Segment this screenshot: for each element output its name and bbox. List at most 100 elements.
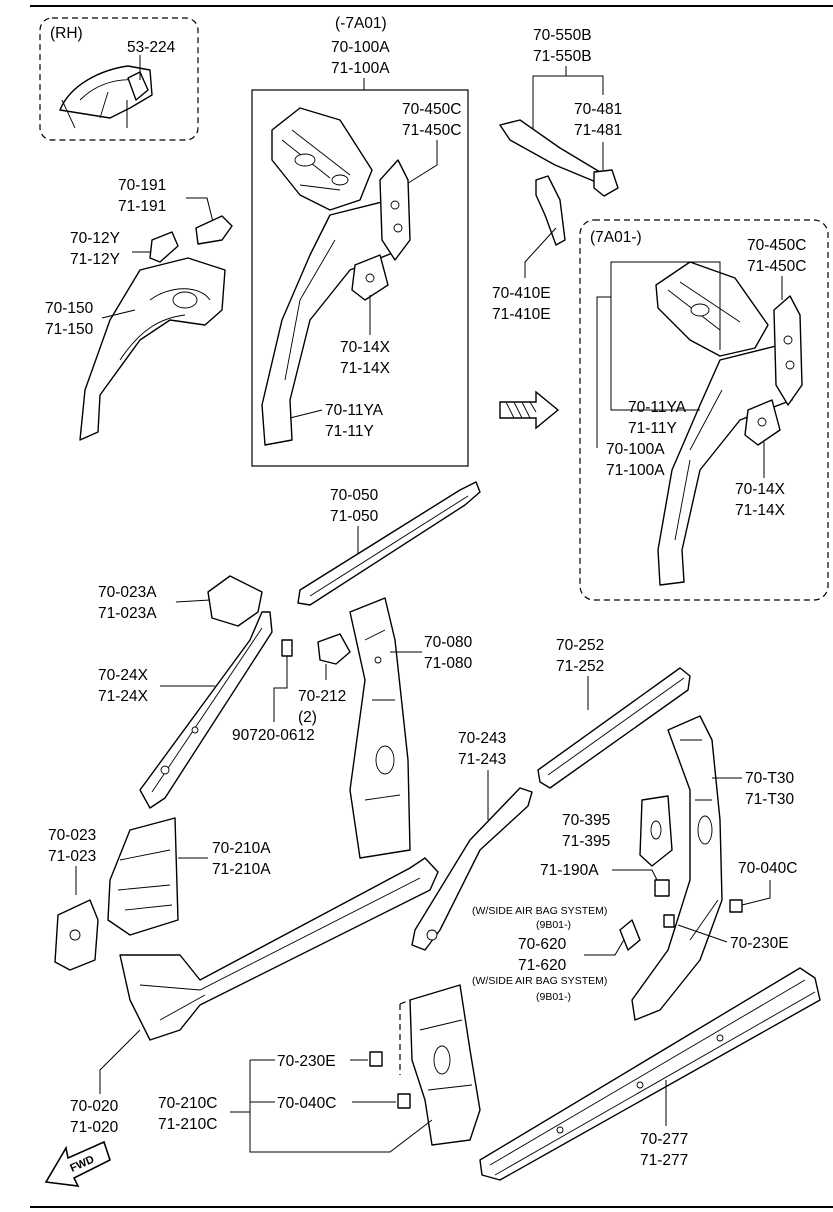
- label-71-277: 71-277: [640, 1152, 688, 1169]
- label-70-252: 70-252: [556, 637, 604, 654]
- post-7a01-label: (7A01-): [590, 229, 642, 246]
- label-70-243: 70-243: [458, 730, 506, 747]
- inner-upper-panel-b: [655, 261, 769, 357]
- part-210a: [107, 817, 179, 936]
- inner-upper-panel: [271, 107, 373, 211]
- label-70-040c-r: 70-040C: [738, 860, 797, 877]
- label-71-450c-b: 71-450C: [747, 258, 806, 275]
- b-pillar-080: 70-080 71-080: [349, 597, 473, 859]
- part-12y: [149, 231, 179, 263]
- label-71-395: 71-395: [562, 833, 610, 850]
- part-020-sill: [119, 857, 439, 1041]
- rh-inset: (RH) 53-224: [39, 17, 199, 141]
- label-70-395: 70-395: [562, 812, 610, 829]
- label-70-14x-a: 70-14X: [340, 339, 391, 356]
- label-71-11y-b: 71-11Y: [628, 420, 677, 437]
- label-70-230e-b: 70-230E: [277, 1053, 336, 1070]
- label-70-24x: 70-24X: [98, 667, 149, 684]
- code-note-1: (9B01-): [536, 919, 571, 931]
- rh-bracket-part: [127, 71, 149, 101]
- label-70-12y: 70-12Y: [70, 230, 120, 247]
- part-243: [411, 787, 533, 951]
- bolt-90720: [281, 639, 293, 657]
- label-71-150: 71-150: [45, 321, 94, 338]
- label-71-620: 71-620: [518, 957, 567, 974]
- reinforcement-450c-b: [773, 295, 803, 406]
- rear-sill-277: 70-277 71-277: [479, 967, 821, 1181]
- a-pillar-24x: 70-24X 71-24X: [98, 611, 273, 809]
- part-190a: [654, 879, 670, 897]
- label-70-277: 70-277: [640, 1131, 688, 1148]
- label-71-t30: 71-T30: [745, 791, 794, 808]
- quarter-inner-parts: 70-T30 71-T30 70-395 71-395 71-190A 70-0…: [472, 715, 797, 1021]
- replacement-arrow: [499, 390, 560, 430]
- label-71-023: 71-023: [48, 848, 96, 865]
- label-71-020: 71-020: [70, 1119, 119, 1136]
- label-71-080: 71-080: [424, 655, 473, 672]
- label-70-191: 70-191: [118, 177, 166, 194]
- label-71-410e: 71-410E: [492, 306, 551, 323]
- label-70-14x-b: 70-14X: [735, 481, 786, 498]
- part-620: [619, 919, 641, 951]
- label-71-11y-a: 71-11Y: [325, 423, 374, 440]
- label-71-481: 71-481: [574, 122, 622, 139]
- label-70-100a-b: 70-100A: [606, 441, 665, 458]
- label-53-224: 53-224: [127, 39, 176, 56]
- rh-label: (RH): [50, 25, 83, 42]
- part-080: [349, 597, 411, 859]
- label-71-252: 71-252: [556, 658, 604, 675]
- label-70-410e: 70-410E: [492, 285, 551, 302]
- label-70-450c-b: 70-450C: [747, 237, 806, 254]
- label-70-050: 70-050: [330, 487, 379, 504]
- part-230e-b: [369, 1051, 383, 1067]
- label-70-212: 70-212: [298, 688, 346, 705]
- inner-pillar-panel-b: [657, 344, 793, 586]
- reinforcement-450c-a: [379, 159, 411, 261]
- part-191: [195, 215, 233, 245]
- front-inner-parts: 70-023 71-023 70-210A 71-210A: [48, 817, 271, 971]
- b-pillar-inner-group: 70-230E 70-040C 70-210C 71-210C: [158, 984, 481, 1153]
- label-70-210a: 70-210A: [212, 840, 271, 857]
- part-212: [317, 633, 351, 665]
- label-70-230e-r: 70-230E: [730, 935, 789, 952]
- label-71-243: 71-243: [458, 751, 506, 768]
- part-023a: [207, 575, 263, 627]
- label-70-550b: 70-550B: [533, 27, 592, 44]
- label-70-080: 70-080: [424, 634, 473, 651]
- part-24x: [139, 611, 273, 809]
- label-70-11ya-a: 70-11YA: [325, 402, 384, 419]
- label-71-550b: 71-550B: [533, 48, 592, 65]
- label-70-210c: 70-210C: [158, 1095, 217, 1112]
- label-70-023a: 70-023A: [98, 584, 157, 601]
- fwd-arrow-icon: FWD: [44, 1140, 111, 1187]
- label-71-210a: 71-210A: [212, 861, 271, 878]
- label-70-450c-a: 70-450C: [402, 101, 461, 118]
- label-70-481: 70-481: [574, 101, 622, 118]
- part-040c-b: [397, 1093, 411, 1109]
- part-481: [593, 169, 619, 197]
- rear-rail-parts: 70-252 71-252 70-243 71-243: [411, 637, 691, 951]
- label-71-191: 71-191: [118, 198, 166, 215]
- part-150-wheelhouse: [79, 257, 226, 441]
- label-70-040c-b: 70-040C: [277, 1095, 336, 1112]
- label-71-24x: 71-24X: [98, 688, 149, 705]
- airbag-note-2: (W/SIDE AIR BAG SYSTEM): [472, 975, 607, 987]
- label-70-020: 70-020: [70, 1098, 119, 1115]
- label-90720-0612: 90720-0612: [232, 727, 315, 744]
- pre-7a01-label: (-7A01): [335, 15, 387, 32]
- label-70-100a: 70-100A: [331, 39, 390, 56]
- label-71-210c: 71-210C: [158, 1116, 217, 1133]
- label-71-12y: 71-12Y: [70, 251, 120, 268]
- part-050-roof-rail: [297, 481, 481, 606]
- label-71-050: 71-050: [330, 508, 379, 525]
- label-71-023a: 71-023A: [98, 605, 157, 622]
- airbag-note-1: (W/SIDE AIR BAG SYSTEM): [472, 905, 607, 917]
- pre-7a01-group: (-7A01) 70-100A 71-100A 70-450C 71-450C …: [251, 15, 469, 467]
- label-70-620: 70-620: [518, 936, 567, 953]
- label-70-t30: 70-T30: [745, 770, 794, 787]
- part-410e: [535, 175, 566, 246]
- label-71-100a-b: 71-100A: [606, 462, 665, 479]
- label-70-023: 70-023: [48, 827, 96, 844]
- qty-label: (2): [298, 709, 317, 726]
